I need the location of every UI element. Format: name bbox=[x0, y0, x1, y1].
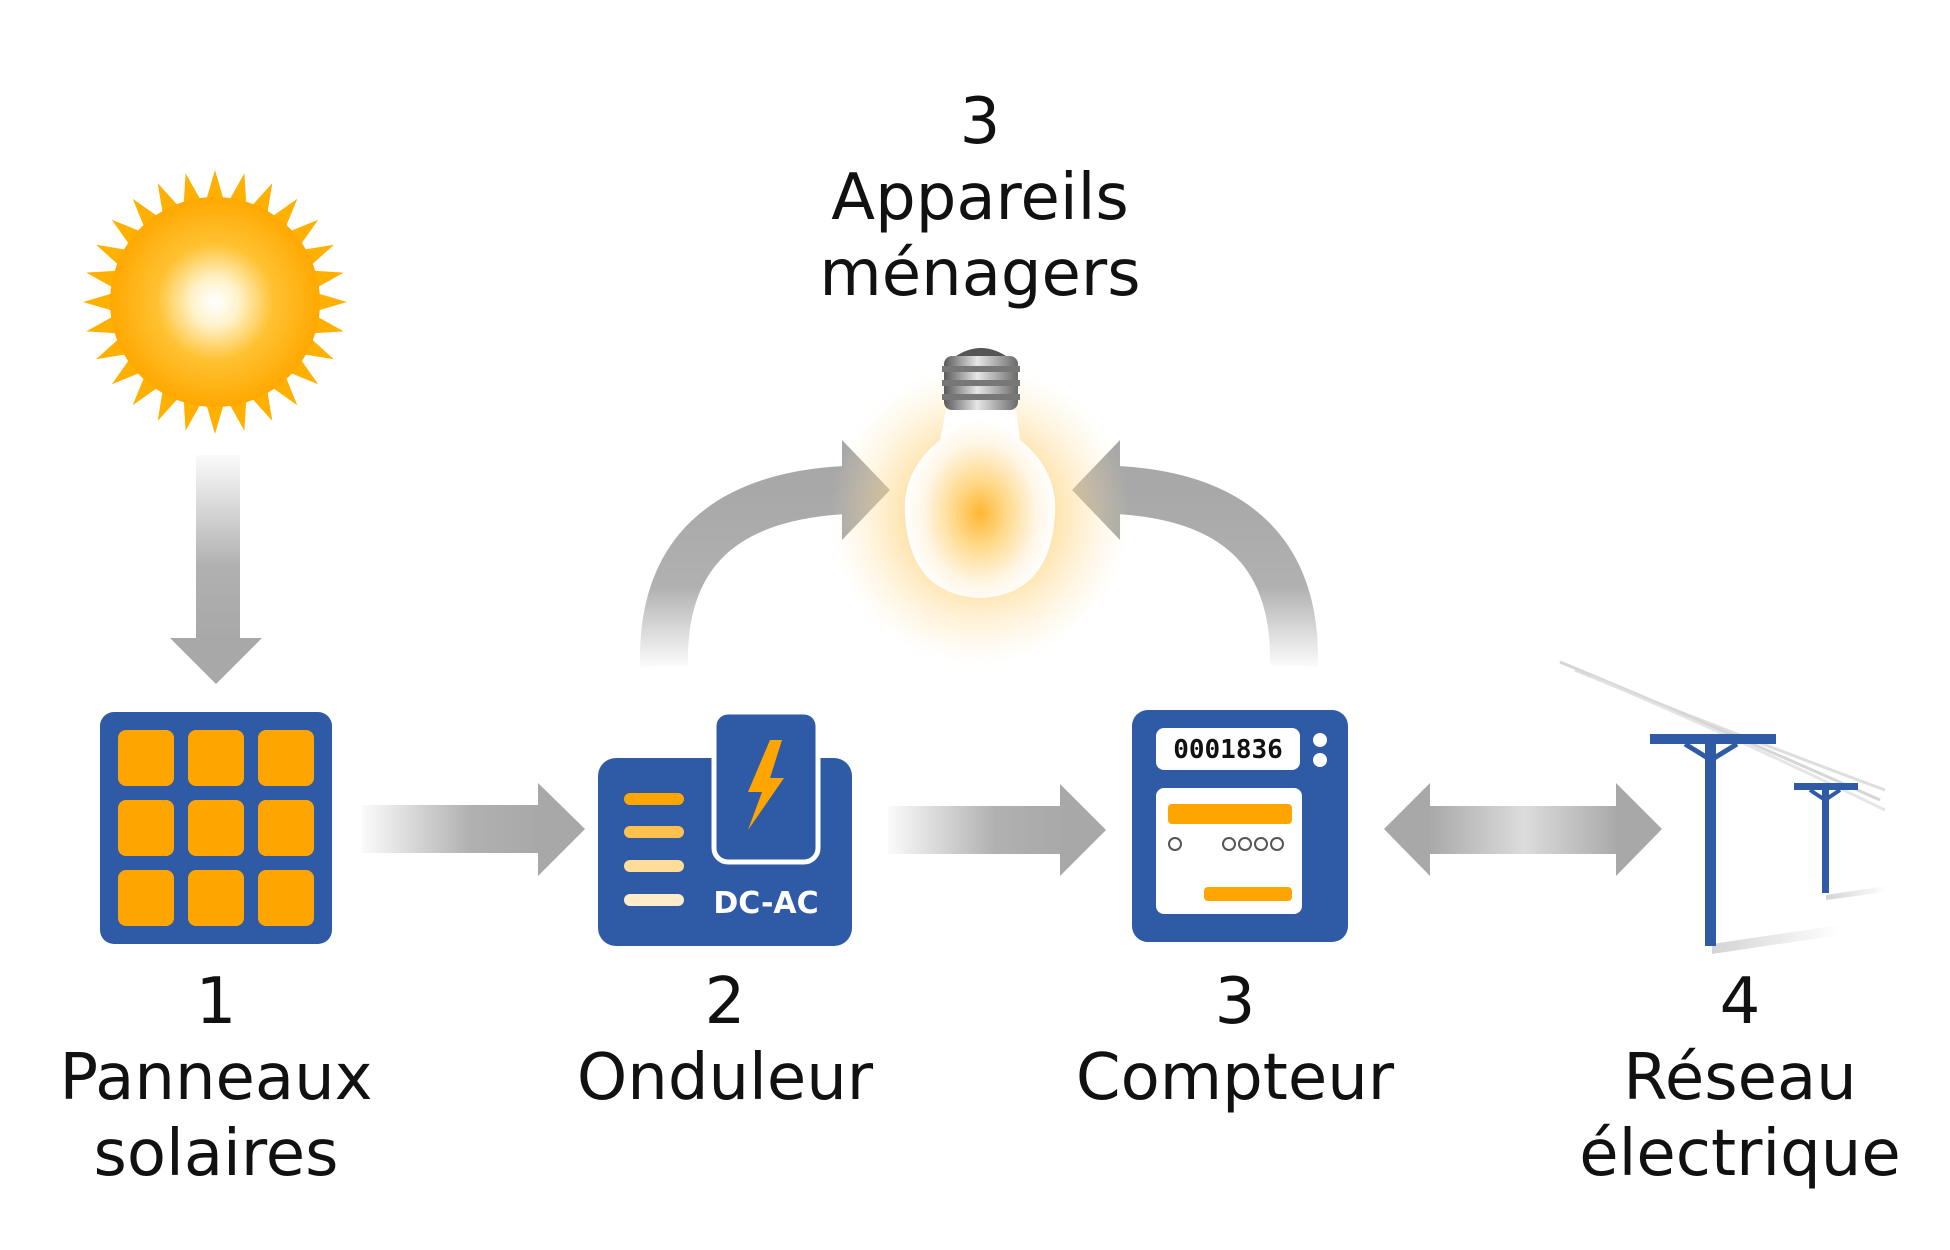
inverter-icon: DC-AC bbox=[598, 709, 852, 946]
solar-cell bbox=[188, 870, 244, 926]
label-meter-line1: Compteur bbox=[1075, 1041, 1395, 1115]
label-appliances-number: 3 bbox=[959, 85, 1001, 159]
arrow-inverter-to-meter bbox=[888, 784, 1106, 876]
solar-cell bbox=[118, 800, 174, 856]
sun-icon bbox=[83, 170, 347, 434]
label-meter: 3 Compteur bbox=[1055, 964, 1415, 1116]
label-inverter-number: 2 bbox=[704, 965, 746, 1039]
meter-reading: 0001836 bbox=[1173, 735, 1283, 765]
label-solar-panels-number: 1 bbox=[195, 965, 237, 1039]
solar-cell bbox=[188, 800, 244, 856]
label-inverter: 2 Onduleur bbox=[545, 964, 905, 1116]
label-appliances-line2: ménagers bbox=[819, 237, 1141, 311]
solar-cell bbox=[188, 730, 244, 786]
light-bulb-icon bbox=[830, 348, 1130, 665]
label-solar-panels: 1 Panneaux solaires bbox=[36, 964, 396, 1192]
label-solar-panels-line2: solaires bbox=[93, 1117, 339, 1191]
solar-cell bbox=[118, 870, 174, 926]
label-meter-number: 3 bbox=[1214, 965, 1256, 1039]
label-grid-line2: électrique bbox=[1579, 1117, 1901, 1191]
solar-cell bbox=[258, 800, 314, 856]
solar-cell bbox=[258, 730, 314, 786]
arrow-sun-to-panel bbox=[170, 455, 262, 684]
label-grid: 4 Réseau électrique bbox=[1555, 964, 1925, 1192]
arrow-panel-to-inverter bbox=[362, 783, 585, 876]
arrow-meter-grid-bidirectional bbox=[1384, 783, 1662, 876]
meter-icon: 0001836 bbox=[1132, 710, 1348, 942]
solar-panel-icon bbox=[100, 712, 332, 944]
label-appliances-line1: Appareils bbox=[831, 161, 1129, 235]
label-grid-line1: Réseau bbox=[1623, 1041, 1857, 1115]
inverter-label: DC-AC bbox=[713, 886, 818, 921]
label-grid-number: 4 bbox=[1719, 965, 1761, 1039]
power-pole-icon bbox=[1559, 660, 1886, 954]
solar-cell bbox=[258, 870, 314, 926]
solar-cell bbox=[118, 730, 174, 786]
label-inverter-line1: Onduleur bbox=[576, 1041, 874, 1115]
label-solar-panels-line1: Panneaux bbox=[59, 1041, 373, 1115]
label-appliances: 3 Appareils ménagers bbox=[780, 84, 1180, 312]
